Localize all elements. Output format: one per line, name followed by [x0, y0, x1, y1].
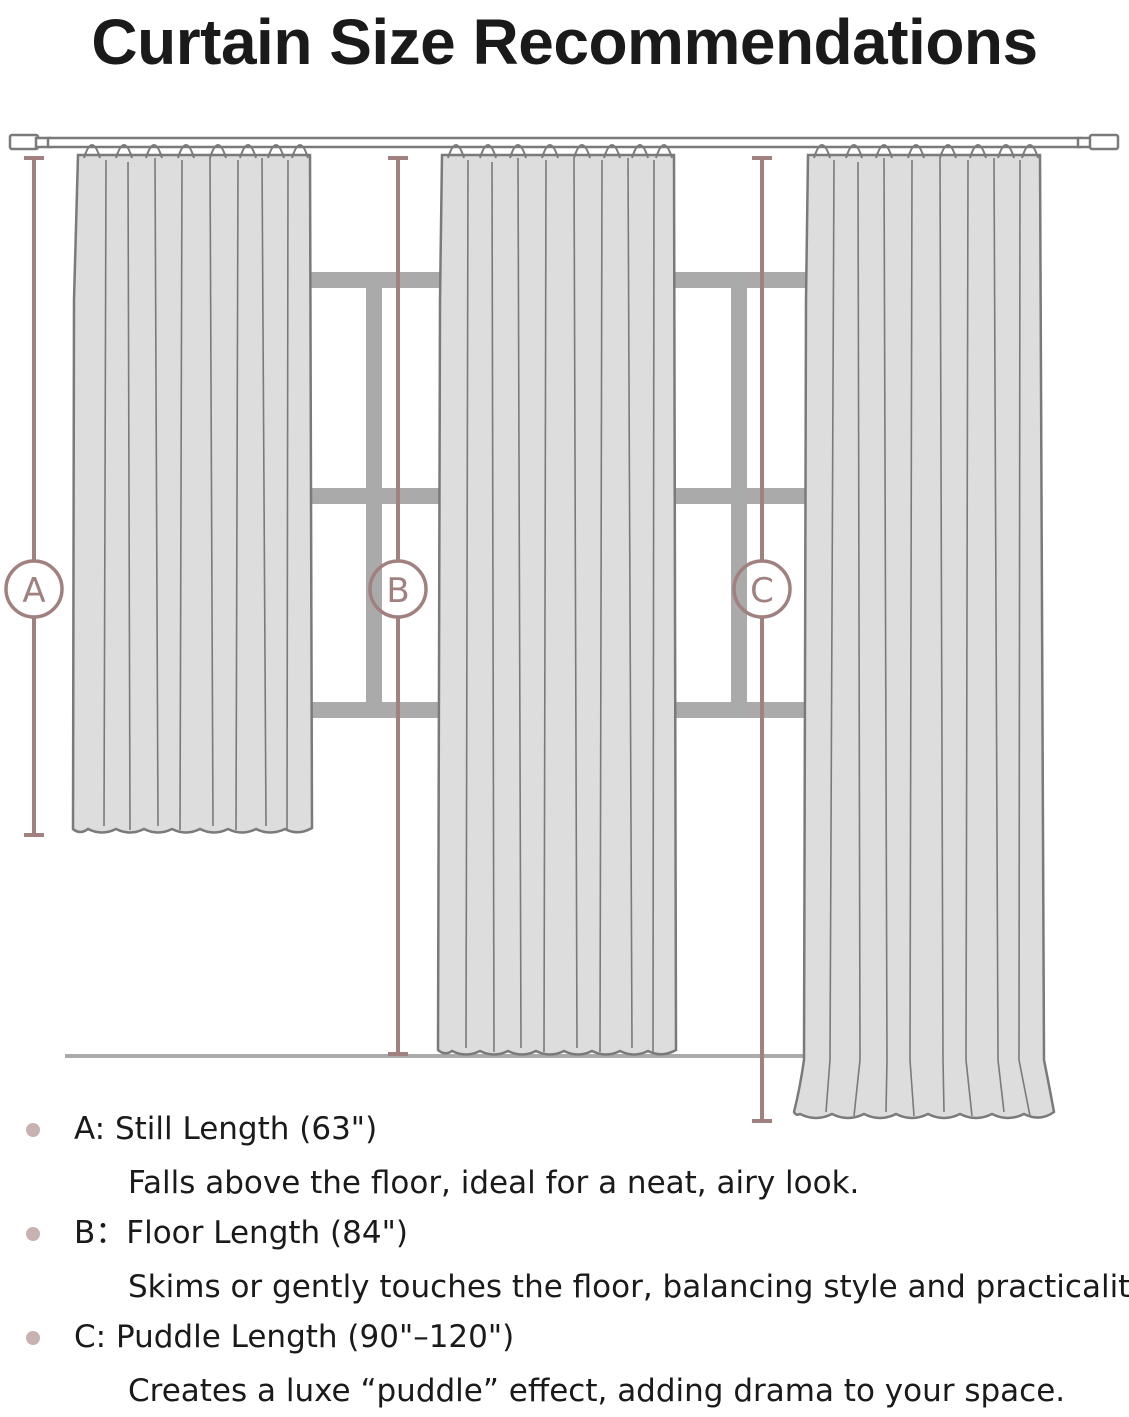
- curtain-panel-b: [436, 144, 678, 1056]
- measure-c-letter: C: [750, 571, 774, 611]
- bullet-icon: [26, 1227, 40, 1241]
- page-title: Curtain Size Recommendations: [91, 6, 1038, 78]
- measure-c: [732, 156, 792, 1123]
- curtain-rod: [8, 133, 1120, 151]
- legend-desc-b: Skims or gently touches the floor, balan…: [128, 1269, 1129, 1305]
- curtain-panel-c: [792, 144, 1056, 1120]
- curtain-panel-a: [71, 144, 314, 834]
- legend-label-b: B：Floor Length (84"): [74, 1215, 408, 1251]
- window-frame-right: [674, 272, 808, 718]
- window-frame-left: [310, 272, 440, 718]
- legend-label-c: C: Puddle Length (90"–120"): [74, 1319, 515, 1355]
- measure-b: [368, 156, 428, 1056]
- size-legend: A: Still Length (63") Falls above the fl…: [0, 1105, 1129, 1417]
- legend-item-c: C: Puddle Length (90"–120") Creates a lu…: [0, 1313, 1129, 1417]
- legend-item-b: B：Floor Length (84") Skims or gently tou…: [0, 1209, 1129, 1313]
- legend-item-a: A: Still Length (63") Falls above the fl…: [0, 1105, 1129, 1209]
- measure-b-letter: B: [386, 571, 409, 611]
- measure-a: [4, 156, 64, 837]
- legend-label-a: A: Still Length (63"): [74, 1111, 378, 1147]
- legend-desc-c: Creates a luxe “puddle” effect, adding d…: [128, 1373, 1066, 1409]
- bullet-icon: [26, 1331, 40, 1345]
- bullet-icon: [26, 1123, 40, 1137]
- measure-a-letter: A: [22, 571, 45, 611]
- legend-desc-a: Falls above the floor, ideal for a neat,…: [128, 1165, 860, 1201]
